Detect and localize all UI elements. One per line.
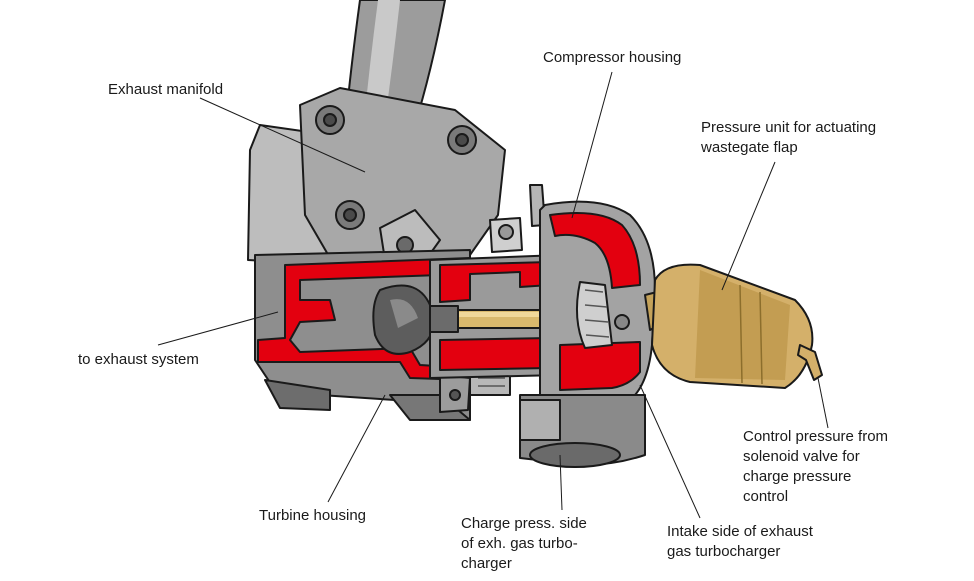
compressor-wheel bbox=[576, 281, 613, 349]
label-intake-side: Intake side of exhaust gas turbocharger bbox=[667, 523, 813, 560]
leader-exhaust-system bbox=[157, 311, 279, 346]
label-charge-side: Charge press. side of exh. gas turbo- ch… bbox=[461, 515, 587, 572]
label-compressor-housing: Compressor housing bbox=[543, 49, 682, 66]
label-control-pressure: Control pressure from solenoid valve for… bbox=[743, 428, 889, 505]
compressor-section-red bbox=[549, 212, 641, 391]
leader-turbine-housing bbox=[327, 394, 386, 503]
label-exhaust-manifold: Exhaust manifold bbox=[108, 81, 224, 98]
control-pressure-nipple bbox=[797, 344, 823, 381]
label-turbine-housing: Turbine housing bbox=[259, 507, 367, 524]
leader-compressor-housing bbox=[571, 71, 613, 219]
leader-intake-side bbox=[639, 384, 701, 519]
leader-control-pressure bbox=[817, 377, 829, 429]
leader-charge-side bbox=[559, 454, 563, 511]
label-pressure-unit: Pressure unit for actuating wastegate fl… bbox=[701, 119, 877, 156]
label-exhaust-system: to exhaust system bbox=[78, 351, 199, 368]
leader-pressure-unit bbox=[721, 161, 776, 291]
leader-exhaust-manifold bbox=[199, 97, 366, 173]
